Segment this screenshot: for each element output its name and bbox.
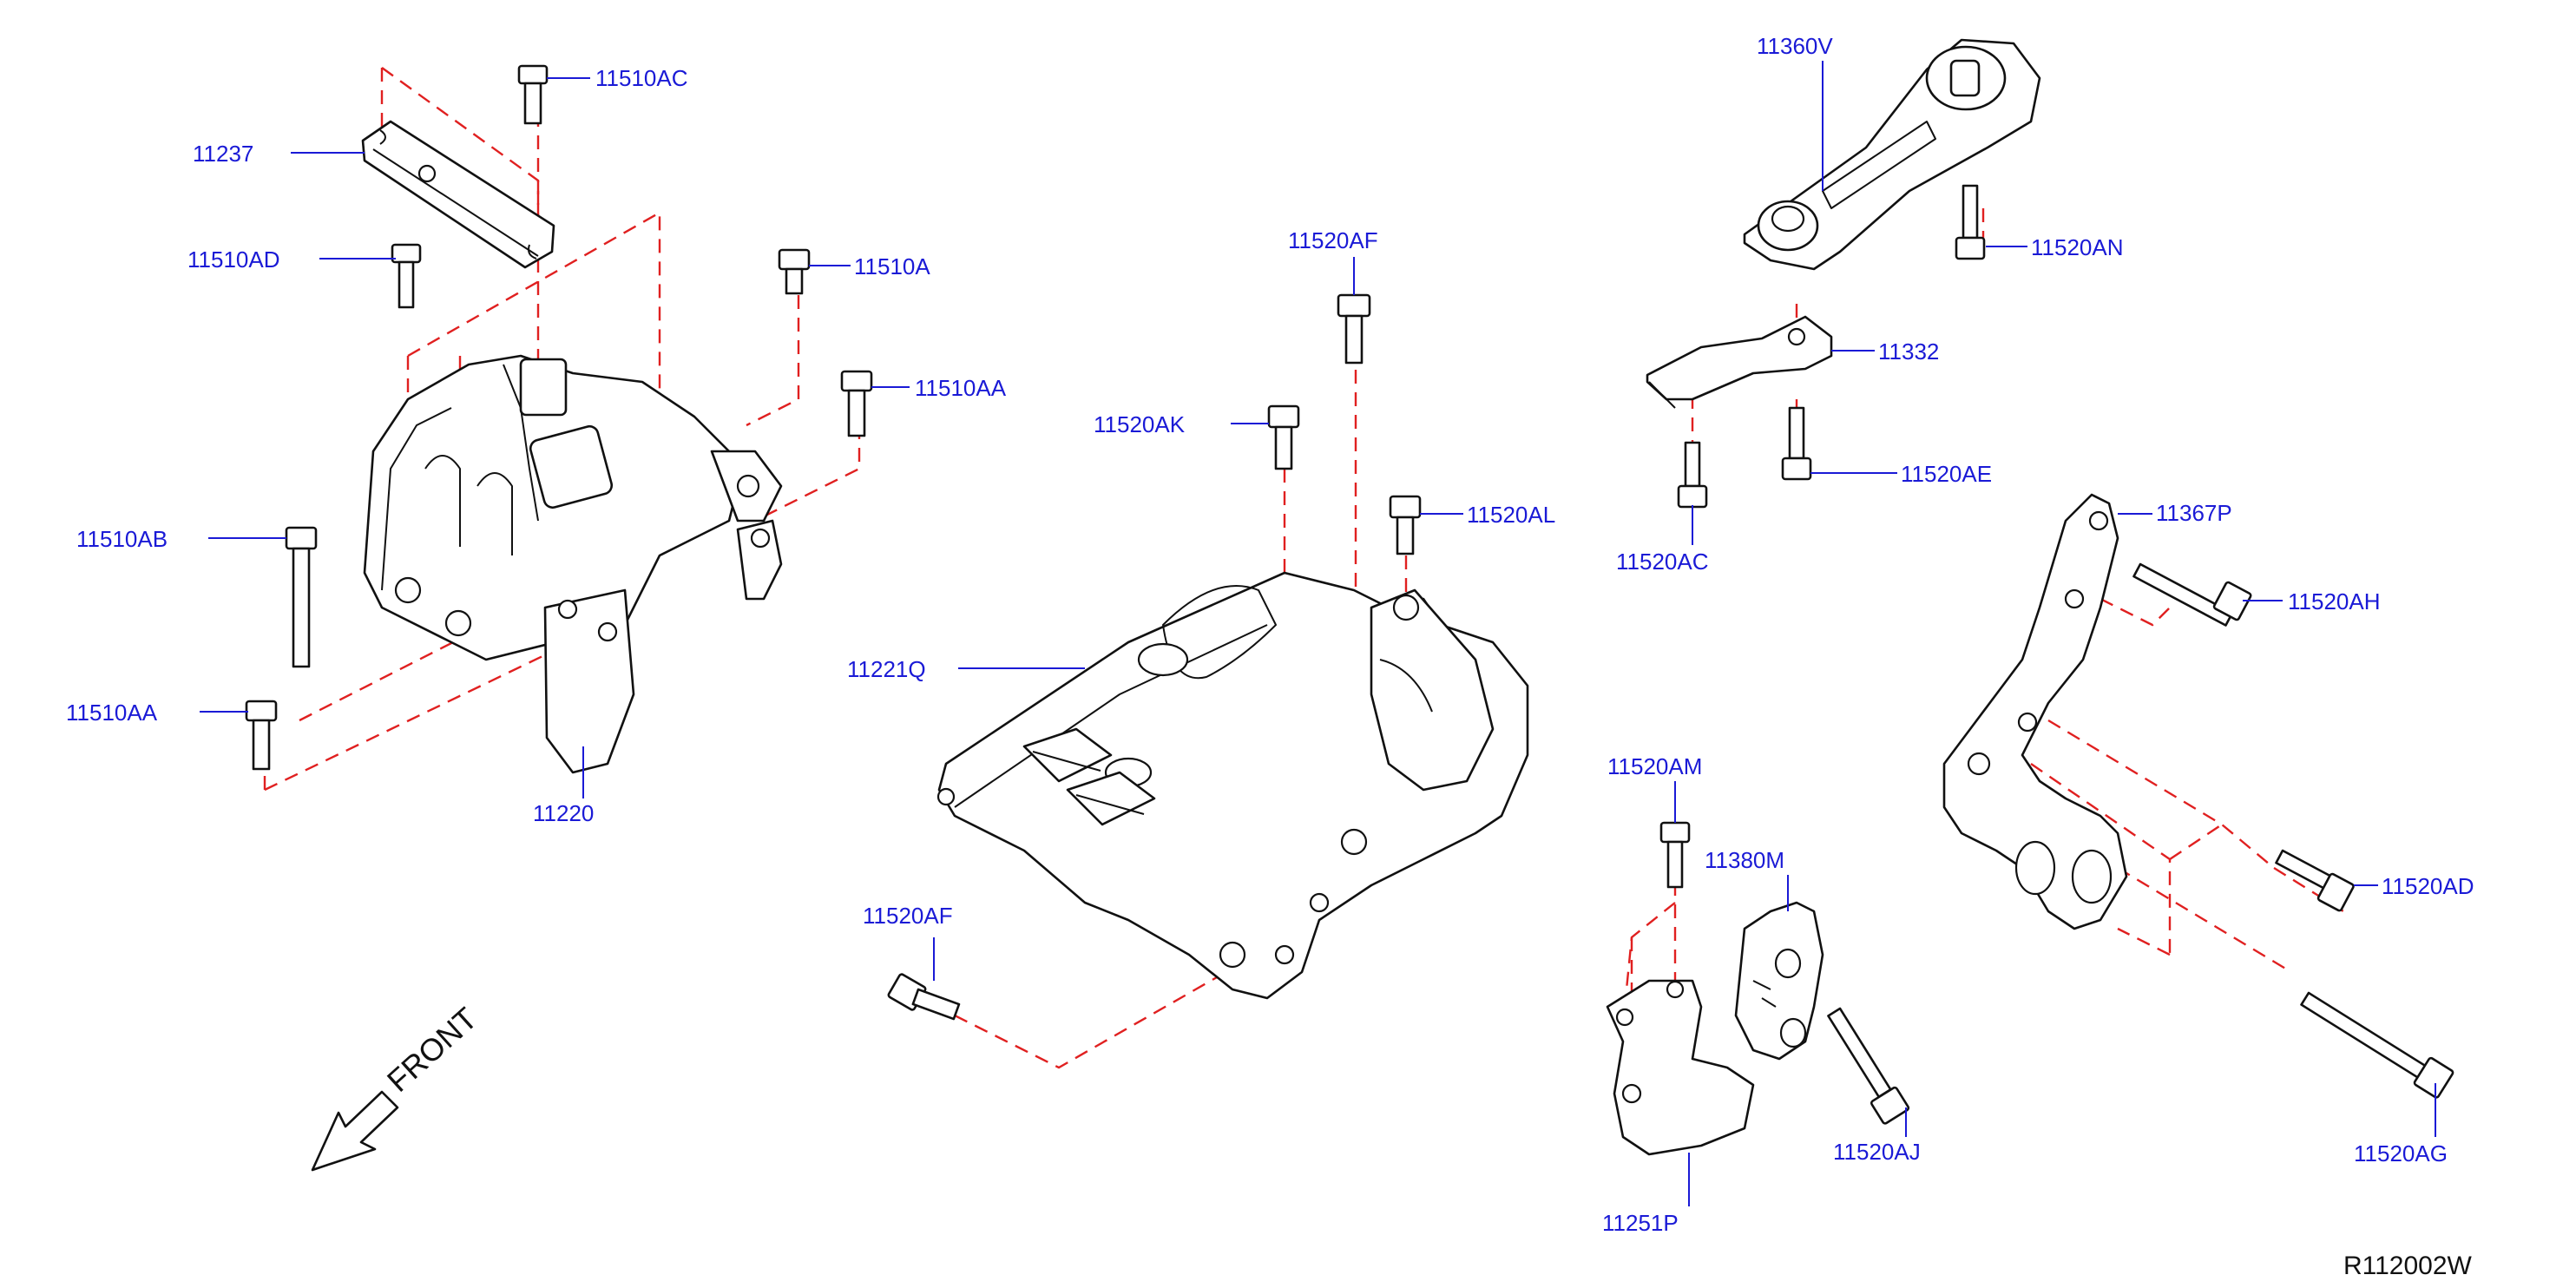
bolt-11520AF-top[interactable] xyxy=(1337,293,1371,365)
label-11380M[interactable]: 11380M xyxy=(1705,847,1784,873)
label-11520AN[interactable]: 11520AN xyxy=(2031,234,2124,260)
label-11520AM[interactable]: 11520AM xyxy=(1607,753,1702,779)
label-11237[interactable]: 11237 xyxy=(193,141,253,167)
label-11520AL[interactable]: 11520AL xyxy=(1467,502,1555,528)
label-11510AA-bottom[interactable]: 11510AA xyxy=(66,700,158,726)
part-11332-bracket[interactable] xyxy=(1646,315,1833,409)
bolt-11510AD[interactable] xyxy=(391,243,422,309)
label-11520AC[interactable]: 11520AC xyxy=(1616,549,1709,575)
bolt-11520AG[interactable] xyxy=(2300,991,2454,1099)
part-labels: 11237 11510AC 11510AD 11510A 11510AA 115… xyxy=(66,33,2474,1236)
bolt-11520AK[interactable] xyxy=(1267,404,1300,470)
bolt-11510A[interactable] xyxy=(778,248,811,295)
label-11510A[interactable]: 11510A xyxy=(854,253,930,279)
bolt-11510AB[interactable] xyxy=(285,526,318,668)
label-11520AJ[interactable]: 11520AJ xyxy=(1833,1139,1921,1165)
label-11332[interactable]: 11332 xyxy=(1878,338,1939,365)
bolt-11510AC[interactable] xyxy=(517,64,549,125)
label-11251P[interactable]: 11251P xyxy=(1602,1210,1679,1236)
bolt-11520AD[interactable] xyxy=(2275,849,2355,912)
label-11520AF-bottom[interactable]: 11520AF xyxy=(863,903,953,929)
part-11367P-bracket[interactable] xyxy=(1942,493,2128,930)
bolt-11510AA-bottom[interactable] xyxy=(245,700,278,771)
label-11510AA-top[interactable]: 11510AA xyxy=(915,375,1007,401)
part-11380M-insulator[interactable] xyxy=(1734,901,1824,1061)
part-11237-plate[interactable] xyxy=(361,120,555,269)
bolt-11520AH[interactable] xyxy=(2132,562,2252,627)
bolt-11510AA-top[interactable] xyxy=(840,370,873,437)
front-label: FRONT xyxy=(380,1001,484,1099)
bolt-11520AM[interactable] xyxy=(1659,821,1691,889)
part-11220-mount[interactable] xyxy=(363,354,783,774)
label-11510AB[interactable]: 11510AB xyxy=(76,526,168,552)
bolt-11520AL[interactable] xyxy=(1389,495,1422,555)
label-11510AD[interactable]: 11510AD xyxy=(187,246,280,273)
bolt-11520AC[interactable] xyxy=(1677,441,1708,509)
label-11520AD[interactable]: 11520AD xyxy=(2382,873,2474,899)
front-arrow-icon xyxy=(311,1090,399,1172)
bolt-11520AN[interactable] xyxy=(1955,184,1986,260)
label-11520AH[interactable]: 11520AH xyxy=(2288,588,2381,614)
part-11221Q-bracket[interactable] xyxy=(936,571,1529,1000)
bolt-11520AJ[interactable] xyxy=(1827,1007,1910,1125)
label-11520AF-top[interactable]: 11520AF xyxy=(1288,227,1378,253)
bolt-11520AE[interactable] xyxy=(1781,406,1812,481)
leader-lines xyxy=(200,61,2436,1206)
label-11220[interactable]: 11220 xyxy=(533,800,594,826)
label-11510AC[interactable]: 11510AC xyxy=(595,65,688,91)
part-11251P-bracket[interactable] xyxy=(1606,979,1755,1156)
label-11520AG[interactable]: 11520AG xyxy=(2354,1140,2448,1166)
label-11367P[interactable]: 11367P xyxy=(2156,500,2232,526)
part-11360V-torque-rod[interactable] xyxy=(1743,38,2041,271)
label-11520AE[interactable]: 11520AE xyxy=(1901,461,1992,487)
bolt-11520AF-bottom[interactable] xyxy=(887,973,961,1021)
label-11221Q[interactable]: 11221Q xyxy=(847,656,926,682)
diagram-id: R112002W xyxy=(2343,1252,2473,1280)
label-11520AK[interactable]: 11520AK xyxy=(1094,411,1186,437)
label-11360V[interactable]: 11360V xyxy=(1757,33,1833,59)
